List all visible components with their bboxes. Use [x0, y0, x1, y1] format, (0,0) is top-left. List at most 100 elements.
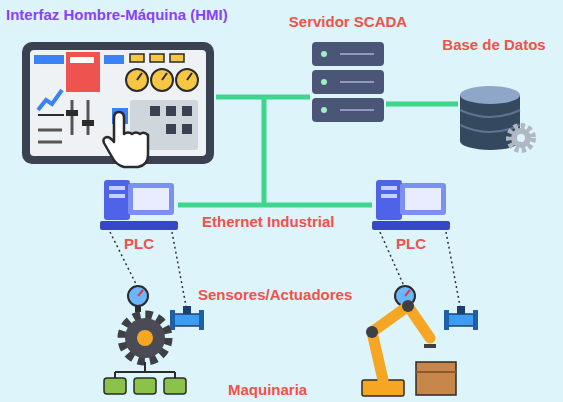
plc-icon-part — [109, 186, 125, 190]
gear-machine — [104, 315, 186, 394]
gauge-sensor-part — [128, 286, 148, 306]
plc-icon — [100, 180, 178, 230]
valve-actuator-part — [170, 310, 175, 330]
plc-icon-part — [109, 194, 125, 198]
valve-actuator-part — [174, 314, 200, 326]
plc-node: PLC — [372, 178, 450, 232]
server-icon-part — [321, 51, 327, 57]
robot-arm-part — [366, 326, 378, 338]
database-icon-part — [517, 134, 525, 142]
hmi-monitor-part — [166, 124, 176, 134]
field-label: Sensores/Actuadores — [196, 286, 354, 304]
plc-icon-part — [100, 221, 178, 230]
network-link — [178, 205, 372, 206]
valve-actuator-part — [448, 314, 474, 326]
hmi-monitor-part — [38, 90, 62, 110]
server-icon-part — [321, 107, 327, 113]
plc-icon-part — [405, 188, 441, 210]
network-link-part — [178, 203, 372, 208]
gear-machine-part — [114, 372, 116, 378]
hmi-monitor-part — [137, 73, 142, 80]
server-icon-part — [312, 98, 384, 122]
hmi-monitor-part — [176, 69, 198, 91]
network-label: Ethernet Industrial — [200, 213, 337, 231]
robot-arm — [362, 300, 456, 396]
plc-icon-part — [104, 180, 130, 220]
valve-actuator-part — [473, 310, 478, 330]
database-icon-part — [460, 110, 520, 117]
database-icon-part — [509, 126, 533, 150]
node-heading: Interfaz Hombre-Máquina (HMI) — [6, 6, 228, 24]
robot-arm-part — [424, 344, 436, 348]
hmi-monitor-part — [34, 55, 64, 64]
valve-actuator-part — [444, 310, 449, 330]
gear-machine-part — [104, 378, 126, 394]
gear-machine-part — [164, 378, 186, 394]
hmi-monitor-part — [150, 106, 160, 116]
server-icon-part — [312, 42, 384, 66]
hmi-monitor-part — [182, 106, 192, 116]
hmi-monitor-part — [187, 73, 192, 80]
gauge-sensor — [128, 286, 415, 312]
gauge-sensor-part — [405, 290, 410, 296]
database-icon-part — [511, 128, 531, 148]
hmi-monitor-part — [162, 73, 167, 80]
plc-node: PLC — [100, 178, 178, 232]
server-icon-part — [340, 109, 374, 111]
plc-icon-part — [381, 194, 397, 198]
node-heading: Base de Datos — [442, 36, 545, 54]
gauge-sensor-part — [138, 290, 143, 296]
plc-icon-part — [400, 183, 446, 215]
robot-arm-part — [416, 362, 456, 395]
valve-actuator — [170, 306, 478, 330]
gear-machine-part — [134, 378, 156, 394]
hmi-monitor-part — [38, 114, 64, 116]
gear-machine-part — [137, 330, 153, 346]
hmi-monitor-part — [130, 54, 144, 62]
hmi-monitor-part — [66, 110, 78, 116]
hmi-monitor-part — [66, 52, 100, 92]
server-icon-part — [312, 70, 384, 94]
node-heading: PLC — [396, 235, 426, 253]
database-icon-part — [460, 86, 520, 104]
hmi-monitor-part — [87, 100, 90, 135]
hand-icon — [103, 112, 148, 167]
robot-arm-part — [402, 300, 414, 312]
network-link-part — [216, 95, 310, 100]
hmi-monitor-part — [126, 69, 148, 91]
valve-actuator-part — [199, 310, 204, 330]
node-heading: PLC — [124, 235, 154, 253]
plc-icon-part — [128, 183, 174, 215]
hmi-monitor-part — [182, 124, 192, 134]
gear-machine-part — [144, 362, 146, 372]
server-icon — [312, 42, 384, 122]
gear-machine-part — [115, 371, 175, 373]
hmi-monitor-part — [38, 129, 62, 132]
gear-machine-part — [122, 315, 168, 361]
hmi-node: Interfaz Hombre-Máquina (HMI) — [20, 40, 216, 166]
server-icon-part — [321, 79, 327, 85]
plc-icon-part — [376, 180, 402, 220]
field-wire-part — [446, 232, 460, 306]
network-link — [216, 97, 310, 98]
hand-icon-part — [103, 112, 148, 167]
hmi-monitor-part — [82, 120, 94, 126]
hmi-monitor-part — [71, 100, 74, 135]
field-wire-part — [172, 232, 186, 306]
gauge-sensor-part — [135, 306, 141, 312]
database-node: Base de Datos — [458, 84, 530, 152]
plc-icon-part — [372, 221, 450, 230]
network-link-part — [386, 102, 458, 107]
server-icon-part — [340, 81, 374, 83]
network-link — [386, 104, 458, 105]
field-wire — [110, 232, 460, 306]
hmi-monitor-part — [166, 106, 176, 116]
gear-machine-part — [125, 318, 165, 358]
plc-icon-part — [133, 188, 169, 210]
valve-actuator-part — [183, 306, 191, 314]
plc-icon-part — [381, 186, 397, 190]
